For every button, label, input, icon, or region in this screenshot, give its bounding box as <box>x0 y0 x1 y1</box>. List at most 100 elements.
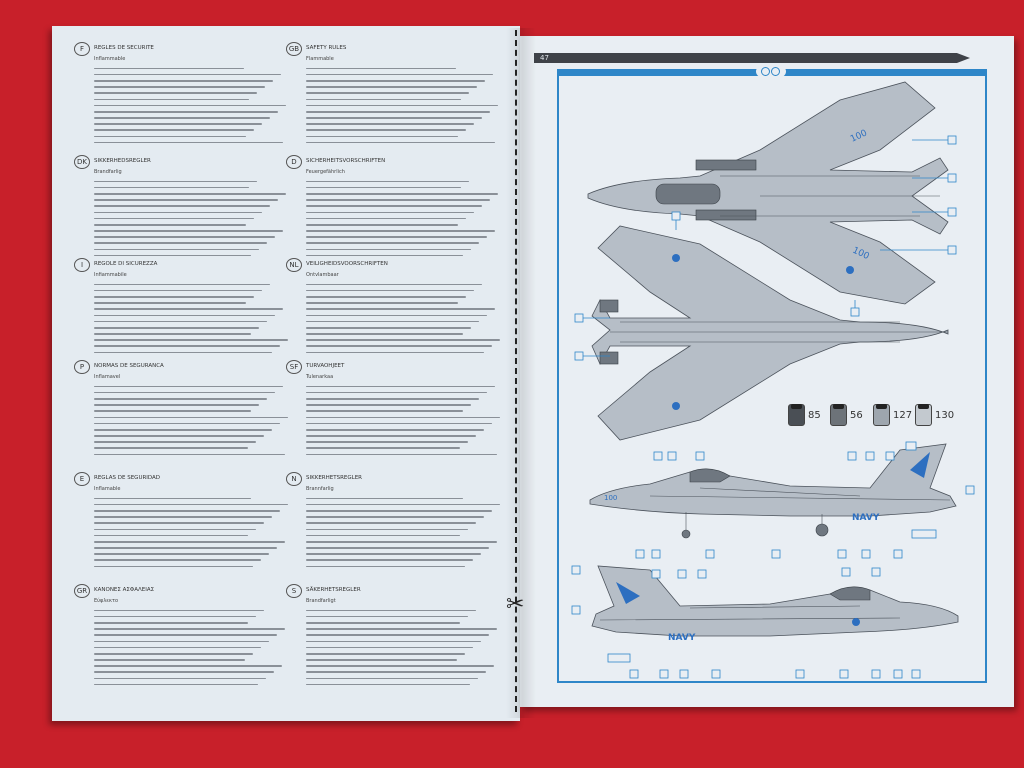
text-line <box>94 129 254 132</box>
text-line <box>94 659 245 661</box>
section-title: TURVAOHJEET <box>306 363 345 369</box>
text-line <box>306 385 495 388</box>
text-line <box>306 223 458 226</box>
section-subtitle: Inflamavel <box>94 374 121 380</box>
nose-modex-number: 100 <box>604 494 617 502</box>
text-line <box>306 441 468 443</box>
text-line <box>306 652 465 655</box>
text-line <box>94 435 264 437</box>
text-line <box>94 428 272 431</box>
language-code-badge: E <box>74 472 90 486</box>
section-title: REGLES DE SECURITE <box>94 45 154 51</box>
text-line <box>306 453 497 456</box>
text-line <box>306 110 490 113</box>
dashed-cut-line <box>515 30 517 712</box>
text-line <box>94 320 267 323</box>
text-line <box>306 397 479 400</box>
text-line <box>306 351 484 354</box>
text-line <box>306 565 465 568</box>
text-line <box>306 522 476 524</box>
text-line <box>94 180 257 183</box>
section-subtitle: Brannfarlig <box>306 486 334 492</box>
text-line <box>306 230 495 232</box>
section-title: SÄKERHETSREGLER <box>306 587 361 593</box>
text-line <box>306 503 500 506</box>
text-line <box>94 665 282 667</box>
section-heading: P NORMAS DE SEGURANCA <box>74 360 279 374</box>
text-line <box>94 652 253 655</box>
text-line <box>94 677 266 680</box>
text-line <box>94 528 256 531</box>
text-line <box>94 236 275 238</box>
text-line <box>94 683 258 686</box>
section-subtitle: Ontvlambaar <box>306 272 339 278</box>
text-line <box>94 565 253 568</box>
section-title: NORMAS DE SEGURANCA <box>94 363 164 369</box>
text-line <box>94 141 283 144</box>
text-line <box>306 345 492 348</box>
text-line <box>306 308 495 310</box>
text-line <box>306 339 500 341</box>
text-line <box>94 211 262 214</box>
paint-number: 56 <box>850 409 863 421</box>
text-line <box>94 86 265 88</box>
text-line <box>306 528 468 531</box>
text-line <box>94 217 254 220</box>
language-code-badge: I <box>74 258 90 272</box>
text-line <box>306 509 492 512</box>
text-line <box>94 73 281 76</box>
text-line <box>94 302 246 304</box>
text-line <box>94 242 267 245</box>
text-line <box>94 135 246 138</box>
text-line <box>306 665 494 667</box>
text-line <box>306 186 461 189</box>
section-subtitle: Inflamable <box>94 486 121 492</box>
text-line <box>306 447 460 450</box>
language-code-badge: F <box>74 42 90 56</box>
text-line <box>94 416 288 419</box>
text-line <box>306 628 497 630</box>
text-line <box>306 141 495 144</box>
text-line <box>94 98 249 101</box>
text-line <box>94 640 269 643</box>
section-subtitle: Εύφλεκτο <box>94 598 119 604</box>
language-code-badge: P <box>74 360 90 374</box>
section-title: SICHERHEITSVORSCHRIFTEN <box>306 158 386 164</box>
left-page <box>52 26 520 721</box>
text-line <box>306 79 485 82</box>
text-line <box>306 314 487 317</box>
text-line <box>94 230 283 232</box>
text-line <box>306 67 456 70</box>
text-line <box>306 534 460 537</box>
text-line <box>306 640 481 643</box>
text-line <box>94 621 248 624</box>
section-title: ΚΑΝΟΝΕΣ ΑΣΦΑΛΕΙΑΣ <box>94 587 155 593</box>
text-line <box>306 205 482 207</box>
text-line <box>94 308 283 310</box>
language-code-badge: DK <box>74 155 90 169</box>
text-line <box>306 677 478 680</box>
language-code-badge: S <box>286 584 302 598</box>
page-number: 47 <box>540 54 549 62</box>
text-line <box>94 634 277 636</box>
text-line <box>94 516 272 518</box>
paint-number: 130 <box>935 409 955 421</box>
text-line <box>306 73 493 76</box>
text-line <box>94 289 262 292</box>
section-title: SAFETY RULES <box>306 45 347 51</box>
section-subtitle: Inflammable <box>94 56 126 62</box>
page-number-bar <box>534 53 970 63</box>
text-line <box>306 98 461 101</box>
section-subtitle: Feuergefährlich <box>306 169 345 175</box>
text-line <box>94 339 288 341</box>
text-line <box>94 447 248 450</box>
text-line <box>306 104 498 107</box>
section-title: SIKKERHETSREGLER <box>306 475 363 481</box>
section-subtitle: Brandfarlig <box>94 169 122 175</box>
text-line <box>94 547 277 549</box>
